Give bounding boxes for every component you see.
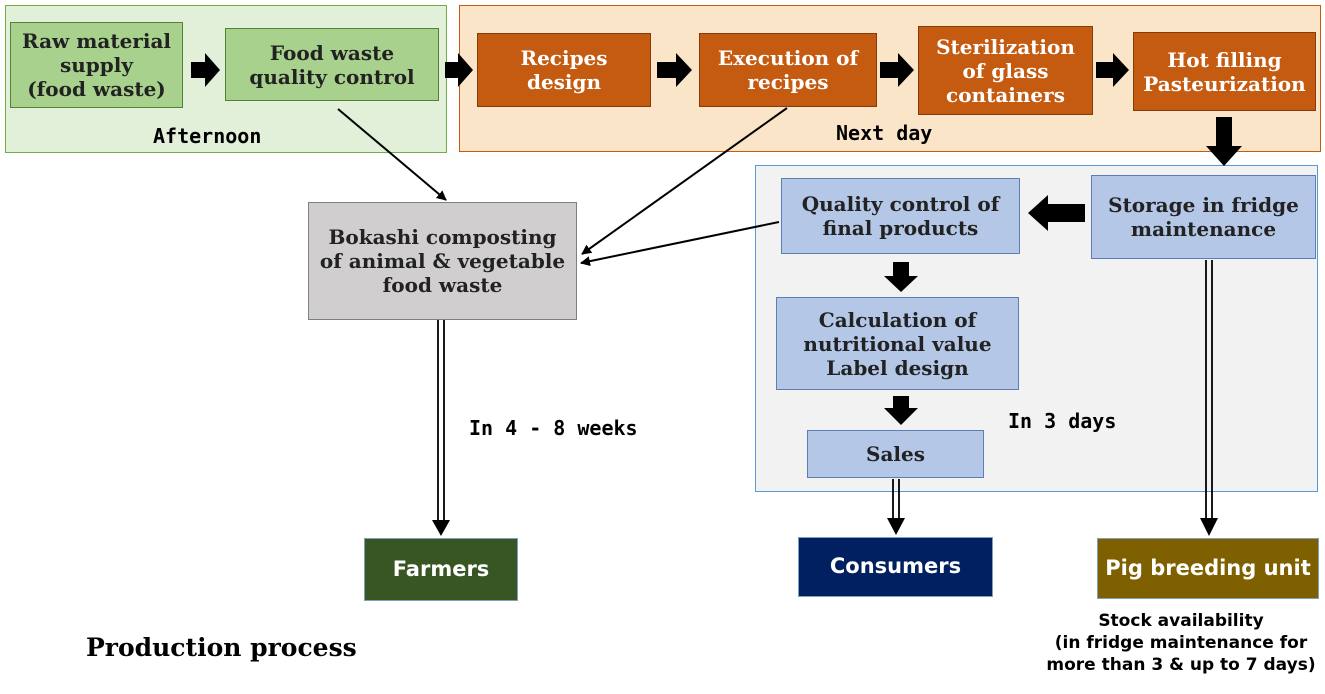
arrow-qc-final-to-bokashi [580,221,780,267]
block-arrow-hot-filling-to-storage [1206,117,1242,166]
consumers-box: Consumers [798,537,993,597]
farmers-box: Farmers [364,538,518,601]
block-arrow-calculation-to-sales [884,396,918,425]
bokashi-composting-box: Bokashi composting of animal & vegetable… [308,202,577,320]
block-arrow-raw-to-qc [191,53,220,87]
stock-availability-note: Stock availability (in fridge maintenanc… [1046,611,1316,676]
block-arrow-qc-final-to-calculation [884,262,918,292]
sterilization-box: Sterilization of glass containers [918,26,1093,115]
in-3-days-label: In 3 days [1008,409,1117,433]
food-waste-quality-control-box: Food waste quality control [225,28,439,101]
double-arrow-sales-to-consumers [887,479,905,535]
double-arrow-bokashi-to-farmers [432,320,450,536]
raw-material-supply-box: Raw material supply (food waste) [10,22,183,108]
block-arrow-recipes-to-execution [657,53,692,87]
execution-of-recipes-box: Execution of recipes [699,33,877,107]
recipes-design-box: Recipes design [477,33,651,107]
block-arrow-execution-to-sterilization [880,53,914,87]
arrow-qc-to-bokashi [337,108,447,201]
storage-in-fridge-box: Storage in fridge maintenance [1091,175,1316,259]
afternoon-label: Afternoon [153,124,262,148]
diagram-title: Production process [86,633,357,662]
arrow-execution-to-bokashi [581,107,788,255]
quality-control-final-products-box: Quality control of final products [781,178,1020,254]
hot-filling-pasteurization-box: Hot filling Pasteurization [1133,32,1316,111]
double-arrow-storage-to-pig [1200,260,1218,536]
sales-box: Sales [807,430,984,478]
next-day-label: Next day [836,121,933,145]
block-arrow-storage-to-qc-final [1028,195,1085,231]
weeks-label: In 4 - 8 weeks [469,416,638,440]
calculation-label-design-box: Calculation of nutritional value Label d… [776,297,1019,390]
pig-breeding-unit-box: Pig breeding unit [1097,538,1319,599]
block-arrow-sterilization-to-hot-filling [1096,53,1129,87]
block-arrow-qc-to-recipes [445,53,473,87]
